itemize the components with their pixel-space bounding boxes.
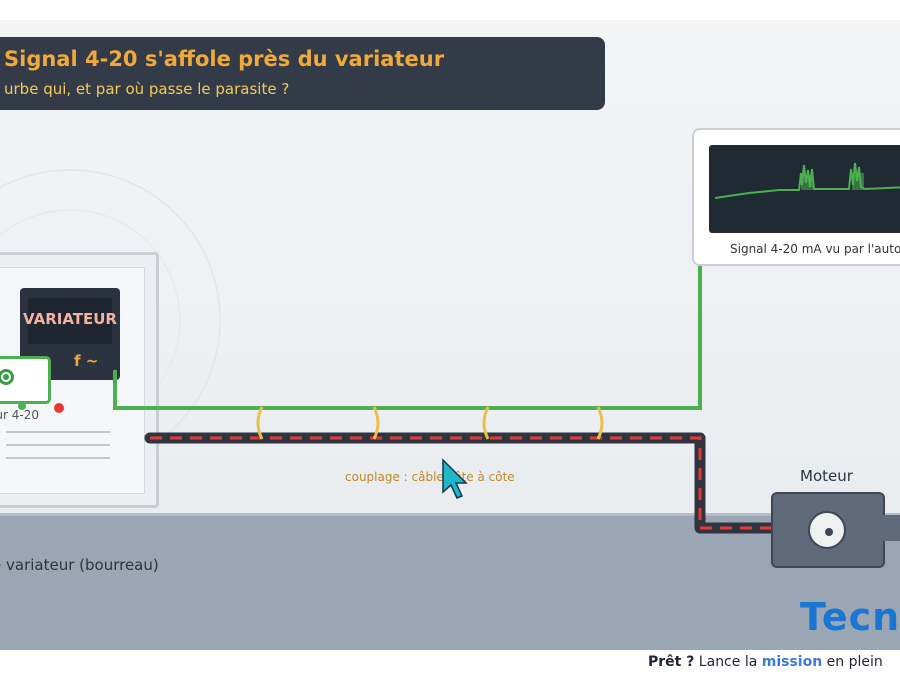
signal-cable	[113, 262, 702, 410]
motor-icon	[771, 492, 885, 568]
title-banner: Signal 4-20 s'affole près du variateur u…	[0, 37, 605, 110]
footer-mission-link[interactable]: mission	[761, 654, 823, 670]
scope-screen	[709, 145, 900, 233]
scope-caption: Signal 4-20 mA vu par l'autor	[730, 242, 900, 256]
coupling-arc	[372, 406, 380, 440]
sensor-icon	[0, 369, 14, 385]
cursor-layer	[442, 458, 468, 499]
cabinet-line	[6, 444, 110, 446]
cursor-icon	[442, 458, 468, 499]
footer-text: Lance la	[694, 654, 762, 670]
motor-label: Moteur	[800, 467, 853, 485]
power-cable	[144, 432, 777, 534]
coupling-label: couplage : câble côte à côte	[345, 470, 515, 484]
cabinet-line	[6, 457, 110, 459]
page-subtitle: urbe qui, et par où passe le parasite ?	[4, 80, 290, 98]
drive-caption: e variateur (bourreau)	[0, 556, 159, 574]
drive-display	[28, 298, 112, 344]
sensor-caption: eur 4-20	[0, 408, 39, 422]
drive-frequency-label: f ~	[74, 352, 99, 370]
motor-shaft	[881, 515, 900, 541]
coupling-arc	[596, 406, 604, 440]
sensor-4-20	[0, 356, 51, 404]
diagram-scene: Signal 4-20 s'affole près du variateur u…	[0, 20, 900, 650]
cable-layer	[113, 262, 777, 534]
motor-axle	[825, 528, 833, 536]
sensor-status-led	[18, 402, 26, 410]
cabinet-line	[6, 431, 110, 433]
footer-cta[interactable]: Prêt ? Lance la mission en plein	[648, 654, 883, 670]
drive-label: VARIATEUR	[23, 310, 117, 328]
sensor-center-dot	[3, 374, 9, 380]
drive-status-led	[54, 403, 64, 413]
page-title: Signal 4-20 s'affole près du variateur	[4, 47, 445, 71]
signal-scope: Signal 4-20 mA vu par l'autor	[692, 128, 900, 266]
brand-logo: Tecni	[800, 595, 900, 639]
floor-edge	[0, 513, 900, 516]
floor	[0, 513, 900, 650]
footer-ready: Prêt ?	[648, 654, 695, 670]
coupling-arc	[256, 406, 264, 440]
footer-text-end: en plein	[822, 654, 883, 670]
coupling-arc	[482, 406, 490, 440]
scope-trace	[714, 162, 900, 199]
